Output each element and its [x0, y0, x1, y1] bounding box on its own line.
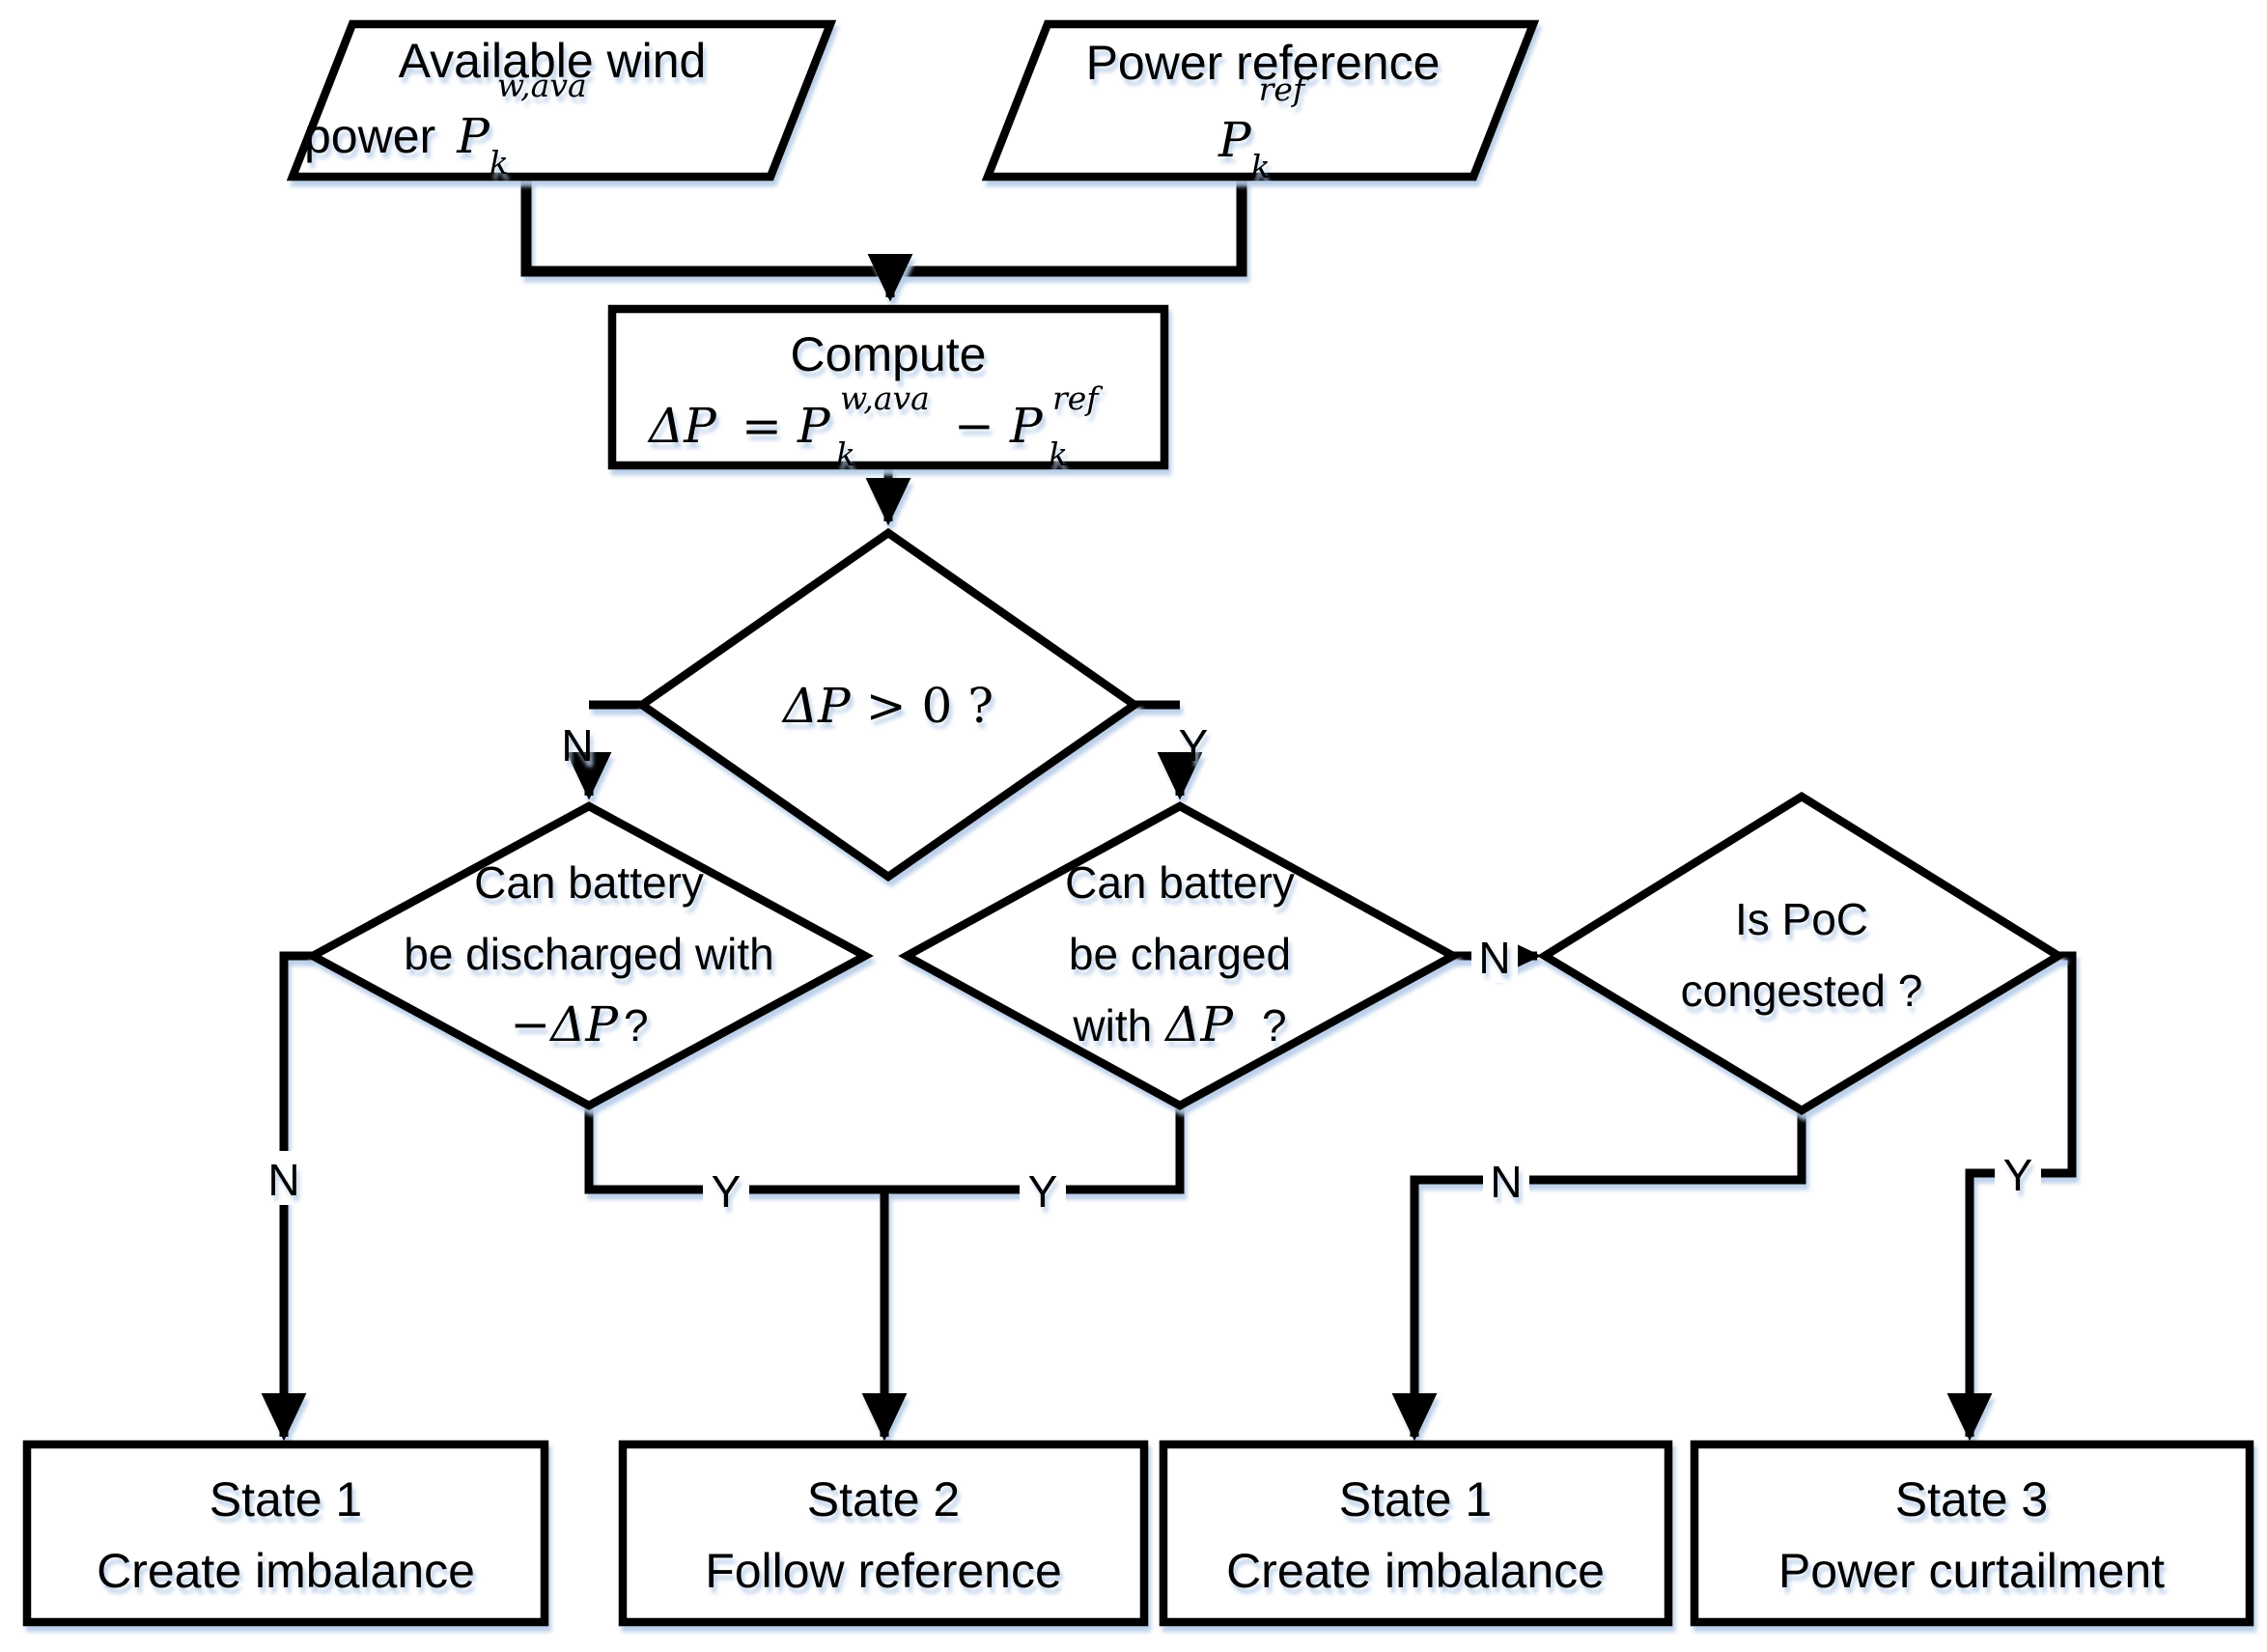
state-1b-shape [1159, 1440, 1673, 1627]
charge-check-line1: Can battery [1065, 857, 1295, 908]
poc-check-line2: congested ? [1681, 966, 1923, 1016]
compute-shape [607, 304, 1169, 470]
discharge-check-shape [304, 801, 874, 1110]
charge-check-line2: be charged [1069, 929, 1291, 979]
edge-inputs-join [520, 177, 1247, 277]
state-3-line2: Power curtailment [1778, 1544, 2165, 1598]
poc-check-line1: Is PoC [1735, 894, 1868, 944]
compute-line1: Compute [791, 327, 987, 381]
compute-formula: ΔP=Pkw,ava−Pkref [647, 379, 1104, 473]
node-discharge-check: Can battery be discharged with −ΔP? [304, 801, 874, 1110]
state-3-line1: State 3 [1895, 1472, 2048, 1526]
node-poc-check: Is PoC congested ? [1536, 791, 2067, 1115]
edge-poc-yes [1946, 951, 2077, 1442]
state-3-shape [1690, 1440, 2254, 1627]
charge-check-shape [898, 801, 1462, 1110]
label-discharge-no-bg [261, 1151, 307, 1205]
label-discharge-yes-bg [703, 1162, 749, 1217]
dp-check-shape [634, 527, 1142, 882]
label-discharge-no-text: N [267, 1155, 299, 1205]
state-2-shape [618, 1440, 1149, 1627]
power-reference-line1: Power reference [1086, 36, 1441, 90]
label-discharge-no: N [261, 1151, 307, 1205]
node-state-1a: State 1 Create imbalance [22, 1440, 549, 1627]
available-wind-power-line1: Available wind [399, 34, 707, 88]
label-dp-yes: Y [1179, 720, 1209, 770]
node-state-2: State 2 Follow reference [618, 1440, 1149, 1627]
state-1a-line1: State 1 [210, 1472, 362, 1526]
edge-discharge-no [261, 951, 313, 1442]
label-charge-no-bg [1471, 929, 1518, 983]
discharge-check-line1: Can battery [474, 857, 704, 908]
state-1a-shape [22, 1440, 549, 1627]
label-discharge-yes-text: Y [712, 1166, 742, 1217]
label-poc-no-bg [1483, 1153, 1529, 1207]
edge-yes-merge [584, 1106, 1185, 1194]
node-power-reference: Power reference Pkref [981, 19, 1540, 185]
state-1a-line2: Create imbalance [97, 1544, 475, 1598]
label-charge-yes-text: Y [1028, 1166, 1058, 1217]
state-1b-line1: State 1 [1339, 1472, 1492, 1526]
available-wind-power-shape [286, 19, 837, 182]
label-discharge-yes: Y [703, 1162, 749, 1217]
discharge-check-line2: be discharged with [404, 929, 774, 979]
label-charge-no-text: N [1478, 933, 1510, 983]
label-poc-yes: Y [1995, 1146, 2041, 1200]
edge-poc-no [1391, 1110, 1806, 1442]
label-poc-no-text: N [1490, 1157, 1522, 1207]
node-state-3: State 3 Power curtailment [1690, 1440, 2254, 1627]
label-charge-no: N [1471, 929, 1518, 983]
dp-check-text: ΔP> 0 ? [781, 678, 994, 734]
power-reference-line2: Pkref [1217, 70, 1310, 185]
label-charge-yes-bg [1020, 1162, 1066, 1217]
node-compute: Compute ΔP=Pkw,ava−Pkref [607, 304, 1169, 473]
label-dp-no: N [561, 720, 593, 770]
discharge-check-line3: −ΔP? [510, 996, 648, 1052]
label-charge-yes: Y [1020, 1162, 1066, 1217]
state-1b-line2: Create imbalance [1226, 1544, 1605, 1598]
node-state-1b: State 1 Create imbalance [1159, 1440, 1673, 1627]
label-poc-yes-bg [1995, 1146, 2041, 1200]
state-2-line1: State 2 [807, 1472, 960, 1526]
label-poc-yes-text: Y [2003, 1150, 2033, 1200]
poc-check-shape [1536, 791, 2067, 1115]
power-reference-shape [981, 19, 1540, 182]
node-dp-check: ΔP> 0 ? [634, 527, 1142, 882]
label-poc-no: N [1483, 1153, 1529, 1207]
state-2-line2: Follow reference [705, 1544, 1062, 1598]
